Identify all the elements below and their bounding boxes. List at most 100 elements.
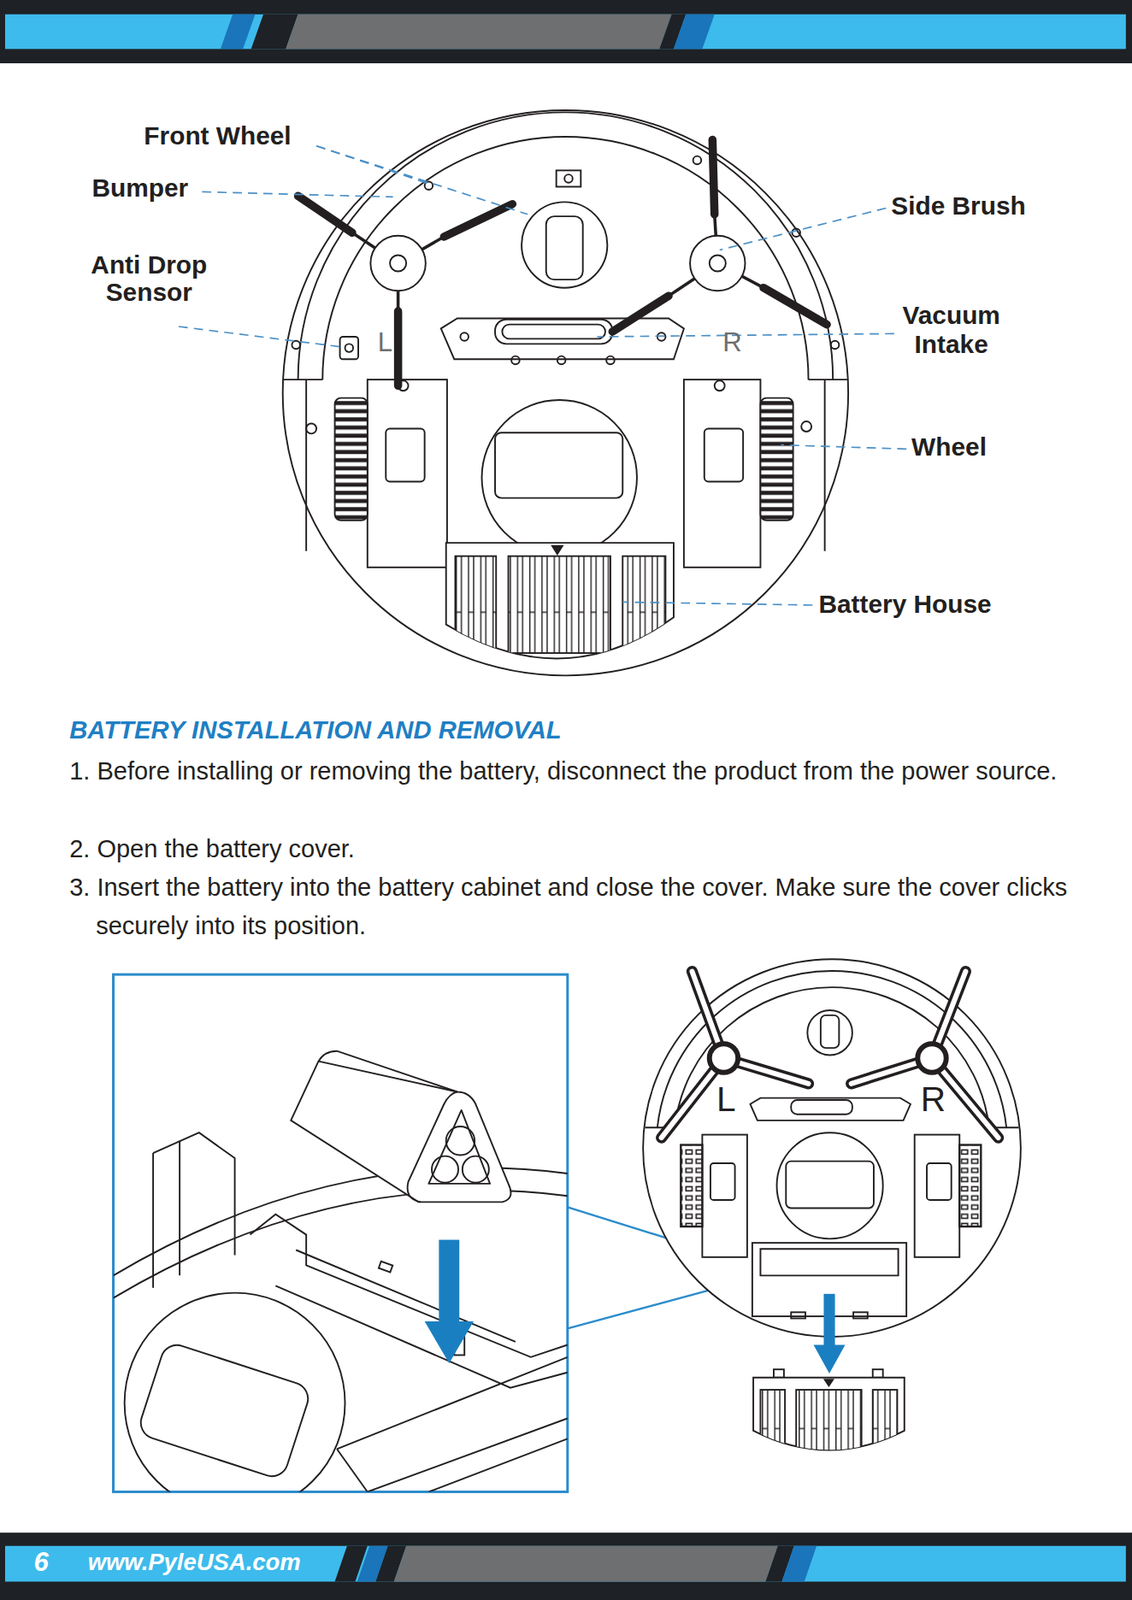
robot-small-view [642, 959, 1021, 1338]
battery-bay [249, 1214, 567, 1358]
arrow-head [424, 1321, 474, 1364]
side-letter: L [716, 1079, 737, 1121]
vacuum-intake-plate [441, 318, 684, 360]
band-black [0, 0, 1132, 64]
center-window [785, 1161, 874, 1209]
brush-bristle [612, 140, 827, 332]
battery-slot [760, 1249, 898, 1276]
bumper-arc [298, 112, 834, 380]
slats [795, 1390, 861, 1463]
battery-cell [446, 1126, 475, 1156]
robot-body [283, 110, 849, 676]
brush-bristle [298, 195, 513, 386]
brush-hub [709, 1043, 738, 1073]
screw [511, 356, 520, 366]
battery-pack [290, 1051, 511, 1203]
leader-line [780, 445, 907, 450]
wheel [335, 398, 368, 521]
footer-band [0, 1532, 1132, 1600]
screw [606, 356, 615, 366]
arrow-shaft [438, 1240, 460, 1327]
part-label: Vacuum Intake [874, 300, 1028, 359]
part-label: Wheel [911, 432, 987, 462]
slats [622, 556, 666, 654]
brush-arm [352, 232, 444, 312]
screw [714, 380, 726, 391]
detail-inset [113, 974, 568, 1492]
battery-cover [446, 542, 674, 659]
slats [760, 1390, 785, 1463]
leader-line [178, 326, 342, 348]
wheel-hub [385, 428, 425, 482]
band-stripe [782, 1546, 818, 1583]
header-band [0, 0, 1132, 64]
bumper-arc [674, 987, 990, 1128]
brush-arm [668, 214, 764, 297]
contact [378, 1261, 393, 1274]
insert-arrow [424, 1240, 474, 1364]
brush-hub [389, 254, 407, 272]
leader-line [622, 601, 813, 606]
side-brush [661, 972, 999, 1139]
part-label: Side Brush [890, 191, 1026, 221]
battery-bay [275, 1285, 567, 1388]
part-label: Anti Drop Sensor [72, 251, 226, 307]
section-heading: BATTERY INSTALLATION AND REMOVAL [69, 716, 561, 746]
brush-hub [689, 235, 745, 291]
inset-illustration [113, 1051, 568, 1493]
slats [508, 556, 611, 654]
band-stripe [673, 14, 715, 50]
brush-hub [370, 235, 425, 291]
website-url: www.PyleUSA.com [88, 1549, 301, 1577]
band-black [0, 1532, 1132, 1600]
page-number: 6 [33, 1547, 48, 1579]
wheel-hub [704, 428, 743, 482]
wheel-module [683, 379, 761, 568]
cover-mark [552, 546, 563, 555]
body-edge [336, 1449, 368, 1492]
screw [459, 332, 469, 342]
vacuum-intake [495, 319, 613, 345]
wheel-module [367, 379, 448, 568]
screw [291, 341, 301, 350]
wheel-hub [926, 1163, 952, 1201]
instruction-step: 2. Open the battery cover. [69, 830, 1075, 869]
brush-hub [709, 254, 726, 272]
leader-line [201, 191, 393, 197]
wheel-module [701, 1135, 748, 1258]
robot-bottom-view [283, 110, 849, 676]
front-wheel [820, 1015, 839, 1049]
battery-pack [407, 1091, 458, 1203]
screw [306, 423, 317, 434]
side-letter: R [722, 327, 742, 359]
front-wheel [546, 216, 584, 280]
battery-bay [295, 1249, 516, 1342]
vacuum-intake [501, 324, 606, 340]
remove-arrow [813, 1294, 846, 1374]
anti-drop-sensor [345, 343, 354, 353]
screw [801, 421, 812, 432]
screw [791, 228, 801, 237]
cover-tab [872, 1369, 884, 1379]
screw [831, 341, 840, 350]
part-label: Bumper [91, 173, 189, 203]
wheel-hub [710, 1163, 736, 1201]
screw [557, 356, 566, 366]
arrow-shaft [823, 1294, 835, 1348]
cover-slats [760, 1390, 897, 1463]
leader-line [596, 333, 894, 337]
leader-line [719, 208, 887, 251]
vacuum-intake [790, 1100, 853, 1115]
body-wall [153, 1132, 236, 1256]
battery-cell [431, 1156, 459, 1184]
center-plate [777, 1132, 884, 1239]
instruction-step: 3. Insert the battery into the battery c… [69, 868, 1075, 947]
front-sensor [556, 170, 582, 187]
body-wall [153, 1141, 180, 1289]
wheel [959, 1145, 981, 1228]
body-edge [336, 1357, 568, 1493]
wheel [680, 1145, 702, 1228]
leader-lines [178, 146, 907, 606]
